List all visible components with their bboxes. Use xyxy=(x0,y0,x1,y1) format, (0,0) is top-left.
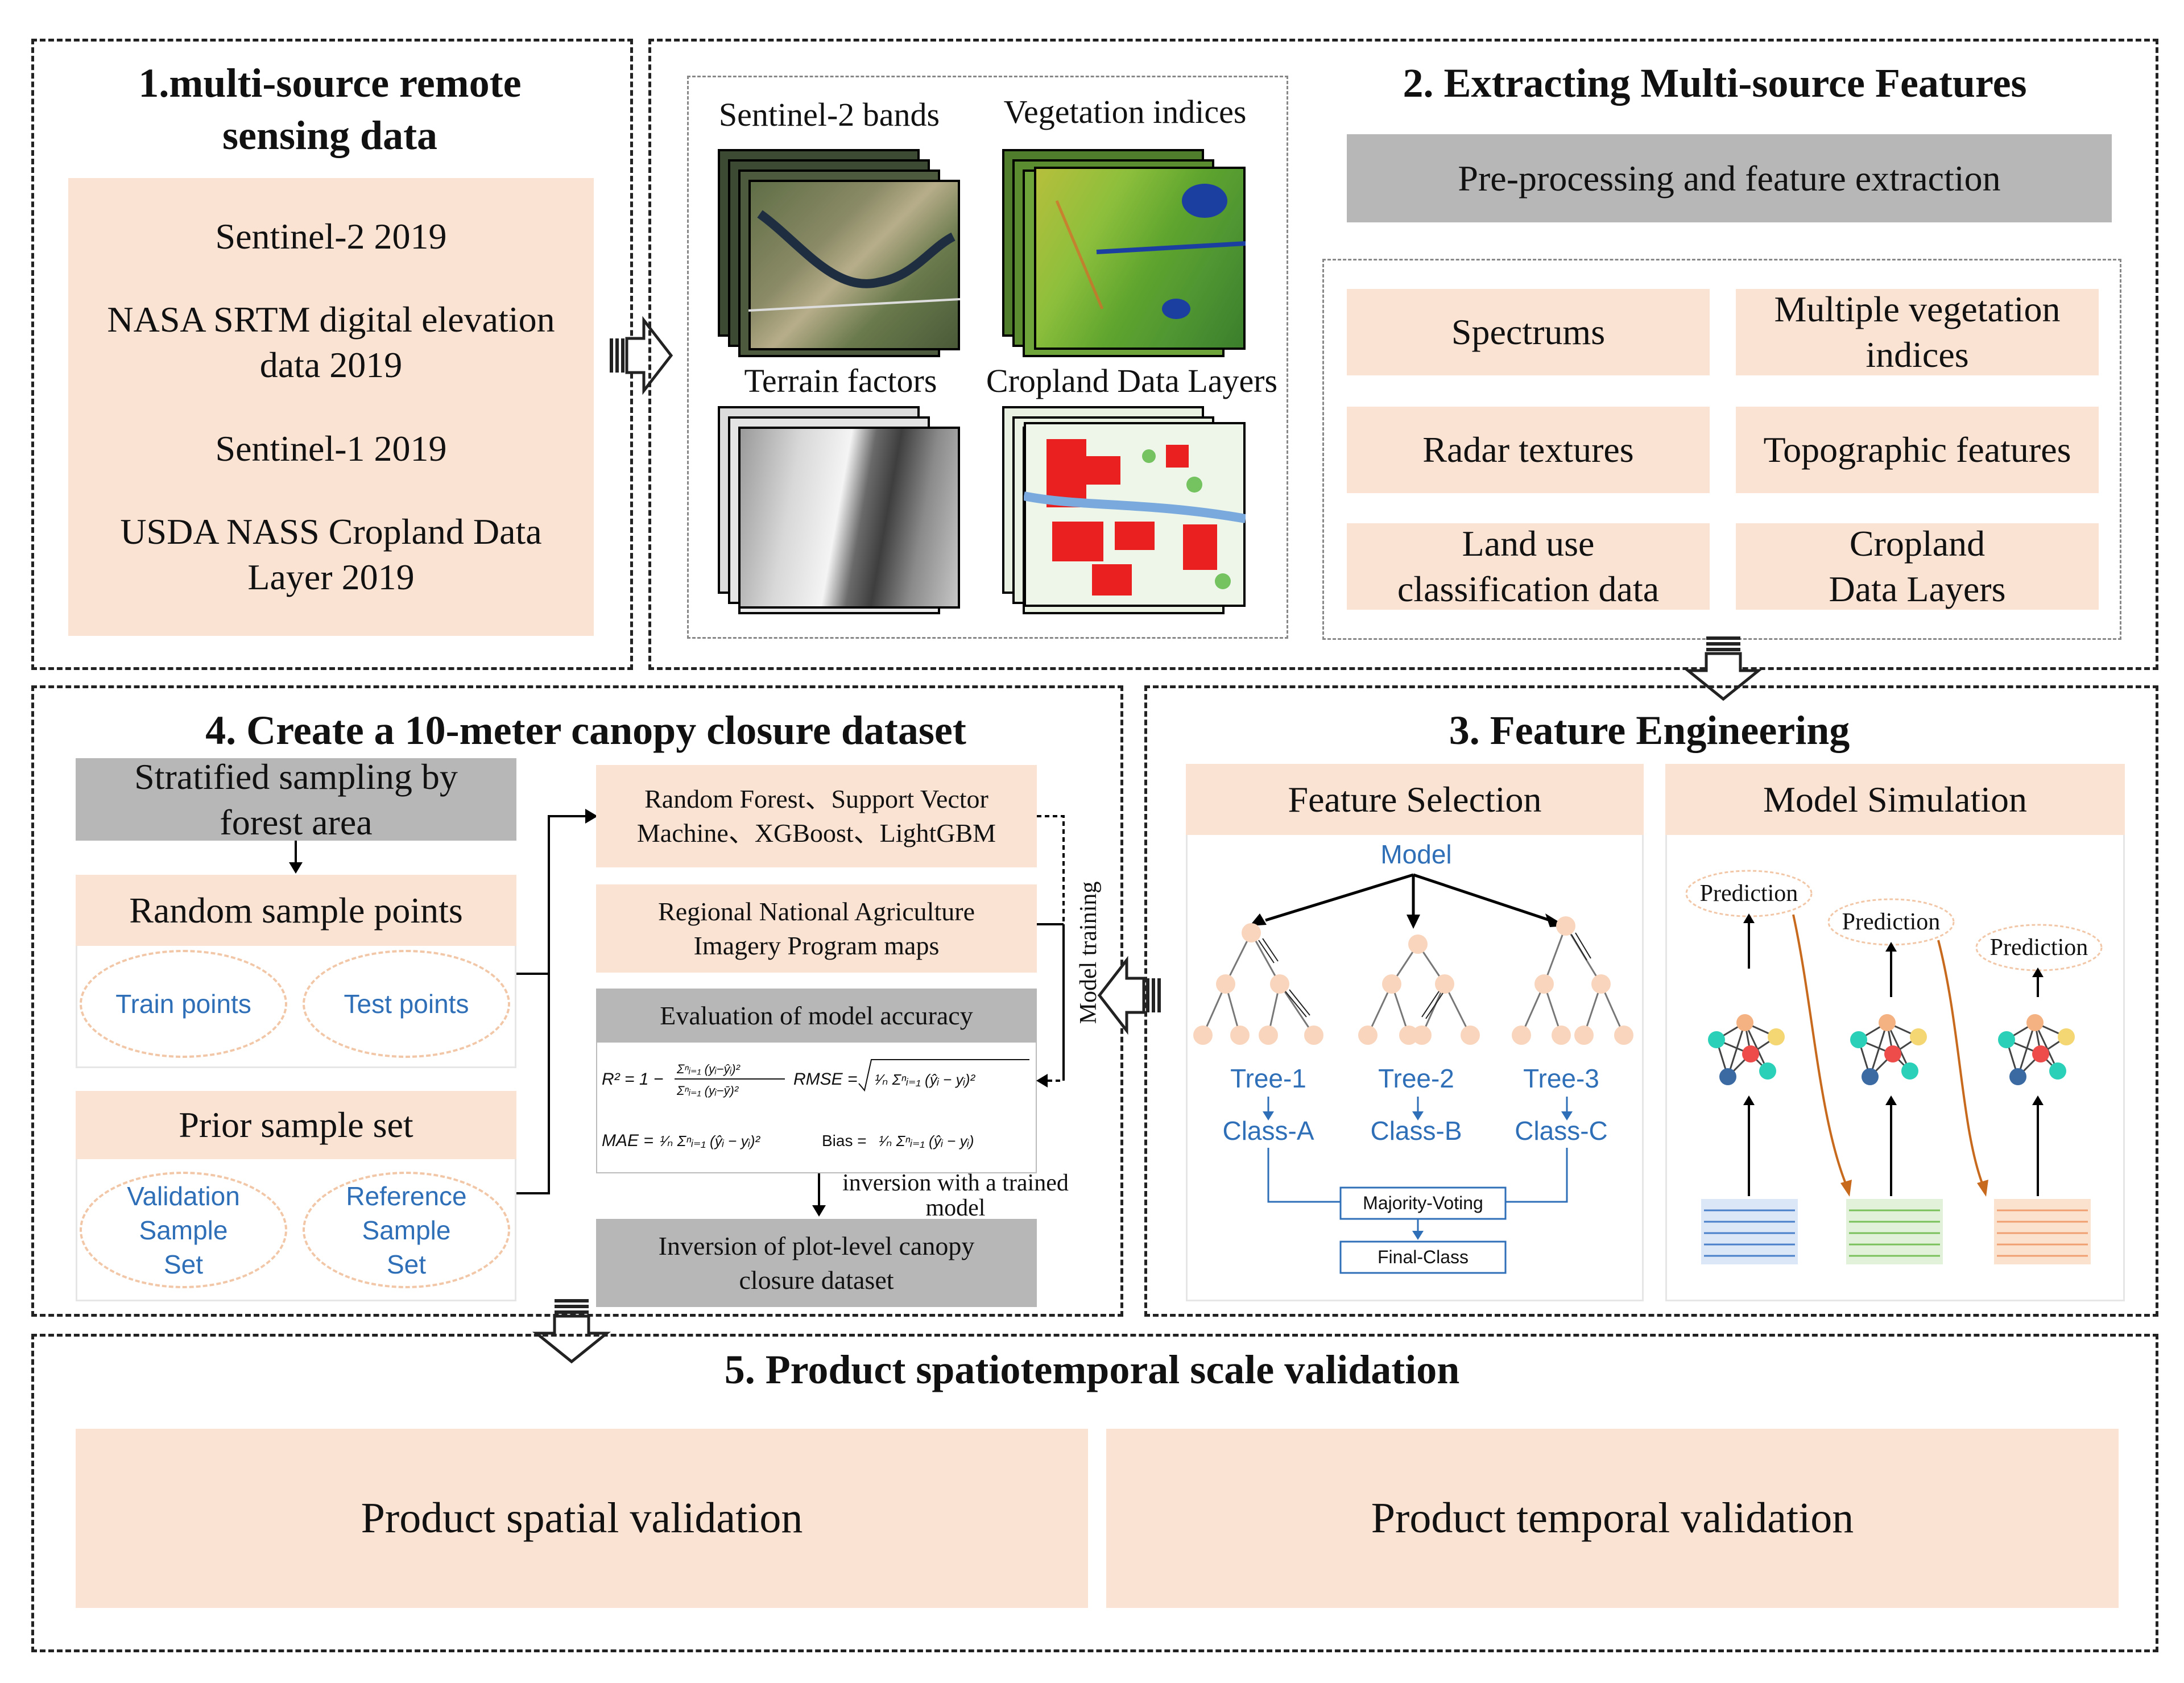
preprocess-banner: Pre-processing and feature extraction xyxy=(1347,134,2112,222)
feature-selection-header: Feature Selection xyxy=(1186,764,1644,835)
spatial-validation-box: Product spatial validation xyxy=(76,1429,1088,1608)
label-sentinel2-bands: Sentinel-2 bands xyxy=(718,96,940,133)
random-forest-diagram xyxy=(1193,873,1633,1274)
svg-text:MAE =: MAE = xyxy=(602,1131,653,1150)
feature-spectrums: Spectrums xyxy=(1347,289,1710,375)
panel-feature-engineering xyxy=(1144,685,2158,1317)
boosting-diagram xyxy=(1685,870,2103,1264)
panel2-title: 2. Extracting Multi-source Features xyxy=(1403,60,2027,106)
tree-2-label: Tree-2 xyxy=(1378,1064,1454,1093)
prediction-label-3: Prediction xyxy=(1989,934,2088,961)
svg-text:Bias =: Bias = xyxy=(822,1132,867,1149)
panel-validation xyxy=(31,1334,2158,1652)
majority-voting-label: Majority-Voting xyxy=(1363,1193,1483,1213)
feature-land-use: Land use classification data xyxy=(1347,523,1710,610)
class-c-label: Class-C xyxy=(1515,1116,1608,1146)
imagery-preview-box xyxy=(687,76,1288,639)
stratified-sampling-box: Stratified sampling by forest area xyxy=(76,756,516,842)
feature-cdl: Cropland Data Layers xyxy=(1736,523,2099,610)
temporal-validation-box: Product temporal validation xyxy=(1106,1429,2119,1608)
panel4-title: 4. Create a 10-meter canopy closure data… xyxy=(205,708,966,753)
naip-box: Regional National Agriculture Imagery Pr… xyxy=(596,884,1037,973)
svg-text:R² = 1 −: R² = 1 − xyxy=(602,1070,663,1089)
panel3-title: 3. Feature Engineering xyxy=(1449,708,1850,753)
class-a-label: Class-A xyxy=(1222,1116,1314,1146)
class-b-label: Class-B xyxy=(1370,1116,1462,1146)
feature-radar-textures: Radar textures xyxy=(1347,407,1710,493)
prediction-label-1: Prediction xyxy=(1699,880,1798,907)
source-usda-cdl: USDA NASS Cropland Data Layer 2019 xyxy=(120,511,542,597)
accuracy-formulas: R² = 1 − Σⁿᵢ₌₁ (yᵢ−ŷᵢ)² Σⁿᵢ₌₁ (yᵢ−ȳ)² RM… xyxy=(602,1059,1029,1150)
label-cropland-layers: Cropland Data Layers xyxy=(986,362,1278,399)
panel-extract-features xyxy=(648,39,2158,670)
tree-3-label: Tree-3 xyxy=(1523,1064,1599,1093)
panel5-title: 5. Product spatiotemporal scale validati… xyxy=(724,1347,1460,1392)
panel1-title: 1.multi-source remote sensing data xyxy=(138,60,522,158)
feature-topographic: Topographic features xyxy=(1736,407,2099,493)
test-points-ellipse: Test points xyxy=(303,950,510,1058)
inversion-note: inversion with a trained model xyxy=(842,1170,1069,1221)
svg-text:¹⁄ₙ Σⁿᵢ₌₁ (ŷᵢ − yᵢ)²: ¹⁄ₙ Σⁿᵢ₌₁ (ŷᵢ − yᵢ)² xyxy=(875,1071,975,1088)
source-sentinel1: Sentinel-1 2019 xyxy=(215,428,447,469)
prior-sample-set-header: Prior sample set xyxy=(76,1091,516,1159)
data-sources-box: Sentinel-2 2019 NASA SRTM digital elevat… xyxy=(68,178,594,636)
model-training-connector xyxy=(1036,815,1065,1087)
random-sample-points-header: Random sample points xyxy=(76,875,516,946)
sample-to-model-connectors xyxy=(516,809,598,1194)
svg-text:Σⁿᵢ₌₁ (yᵢ−ŷᵢ)²: Σⁿᵢ₌₁ (yᵢ−ŷᵢ)² xyxy=(676,1062,741,1076)
model-root-label: Model xyxy=(1380,840,1452,869)
evaluation-header: Evaluation of model accuracy xyxy=(596,989,1037,1043)
source-srtm: NASA SRTM digital elevation data 2019 xyxy=(107,299,555,386)
label-vegetation-indices: Vegetation indices xyxy=(1003,93,1247,130)
tree-1-label: Tree-1 xyxy=(1230,1064,1306,1093)
svg-text:RMSE =: RMSE = xyxy=(793,1070,858,1089)
arrow-stratified-to-random xyxy=(289,841,303,874)
vegetation-water-overlay xyxy=(1055,184,1246,319)
feature-vegetation-indices: Multiple vegetation indices xyxy=(1736,289,2099,375)
arrow-4-to-5 xyxy=(532,1299,611,1364)
svg-text:¹⁄ₙ Σⁿᵢ₌₁ (ŷᵢ − yᵢ): ¹⁄ₙ Σⁿᵢ₌₁ (ŷᵢ − yᵢ) xyxy=(879,1132,974,1149)
prediction-label-2: Prediction xyxy=(1842,909,1941,935)
inversion-box: Inversion of plot-level canopy closure d… xyxy=(596,1219,1037,1307)
train-points-ellipse: Train points xyxy=(80,950,287,1058)
svg-text:¹⁄ₙ Σⁿᵢ₌₁ (ŷᵢ − yᵢ)²: ¹⁄ₙ Σⁿᵢ₌₁ (ŷᵢ − yᵢ)² xyxy=(660,1132,760,1149)
cropland-class-overlay xyxy=(1024,439,1246,596)
river-overlay xyxy=(748,210,960,312)
svg-text:Σⁿᵢ₌₁ (yᵢ−ȳ)²: Σⁿᵢ₌₁ (yᵢ−ȳ)² xyxy=(676,1084,739,1098)
arrow-2-to-3 xyxy=(1684,636,1763,701)
arrow-to-inversion xyxy=(812,1173,826,1217)
final-class-label: Final-Class xyxy=(1377,1247,1469,1267)
label-terrain-factors: Terrain factors xyxy=(744,362,937,399)
validation-set-ellipse: Validation Sample Set xyxy=(80,1172,287,1288)
reference-set-ellipse: Reference Sample Set xyxy=(303,1172,510,1288)
arrow-3-to-4 xyxy=(1097,956,1161,1035)
source-sentinel2: Sentinel-2 2019 xyxy=(215,216,447,257)
model-simulation-header: Model Simulation xyxy=(1665,764,2125,835)
model-list-box: Random Forest、Support Vector Machine、XGB… xyxy=(596,765,1037,867)
